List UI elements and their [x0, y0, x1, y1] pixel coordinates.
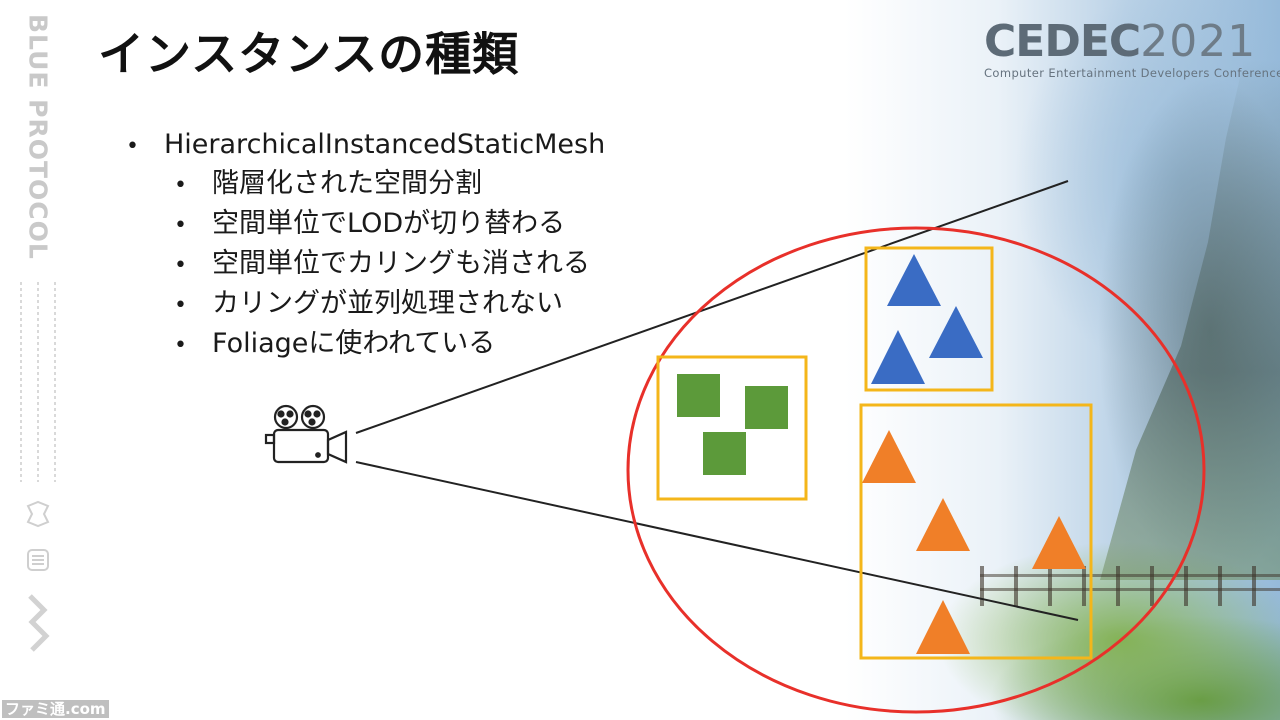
green-square [745, 386, 788, 429]
strip-decoration [20, 281, 56, 482]
green-square [703, 432, 746, 475]
green-square-group-box [656, 355, 808, 501]
strip-line [20, 281, 22, 482]
frustum-line-lower [355, 461, 1079, 621]
cedec-logo: CEDEC2021 Computer Entertainment Develop… [984, 20, 1280, 90]
famitsu-watermark: ファミ通.com [2, 700, 109, 718]
strip-line [37, 281, 39, 482]
orange-triangle-group-box [859, 403, 1093, 660]
background-fence [980, 566, 1280, 606]
sub-bullet-item: 空間単位でカリングも消される [174, 245, 605, 285]
sub-bullet-item: 空間単位でLODが切り替わる [174, 205, 605, 245]
left-branding-strip: BLUE PROTOCOL [18, 10, 58, 700]
movie-camera-icon [264, 404, 348, 464]
sub-bullet-list: 階層化された空間分割 空間単位でLODが切り替わる 空間単位でカリングも消される… [174, 165, 605, 365]
frustum-line-upper [355, 180, 1069, 434]
green-square [677, 374, 720, 417]
cedec-year: 2021 [1140, 16, 1257, 67]
blue-protocol-logo: BLUE PROTOCOL [23, 14, 53, 260]
cedec-subtitle: Computer Entertainment Developers Confer… [984, 66, 1280, 80]
orange-triangle [862, 430, 916, 483]
emblem-icon [26, 500, 50, 527]
bullet-main: HierarchicalInstancedStaticMesh [126, 127, 605, 165]
orange-triangle [916, 600, 970, 654]
blue-triangle-group-box [864, 246, 994, 392]
crest-icon [27, 548, 49, 571]
sub-bullet-item: カリングが並列処理されない [174, 285, 605, 325]
blue-triangle [887, 254, 941, 306]
orange-triangle [916, 498, 970, 551]
strip-line [54, 281, 56, 482]
sub-bullet-item: 階層化された空間分割 [174, 165, 605, 205]
cedec-name: CEDEC [984, 16, 1141, 67]
cedec-logo-text: CEDEC2021 [984, 20, 1264, 64]
blue-triangle [871, 330, 925, 384]
bullet-list: HierarchicalInstancedStaticMesh 階層化された空間… [126, 127, 605, 365]
wing-emblem-icon [28, 594, 50, 652]
sub-bullet-item: Foliageに使われている [174, 325, 605, 365]
culling-circle [626, 226, 1206, 714]
blue-triangle [929, 306, 983, 358]
page-title: インスタンスの種類 [98, 27, 520, 81]
orange-triangle [1032, 516, 1086, 569]
